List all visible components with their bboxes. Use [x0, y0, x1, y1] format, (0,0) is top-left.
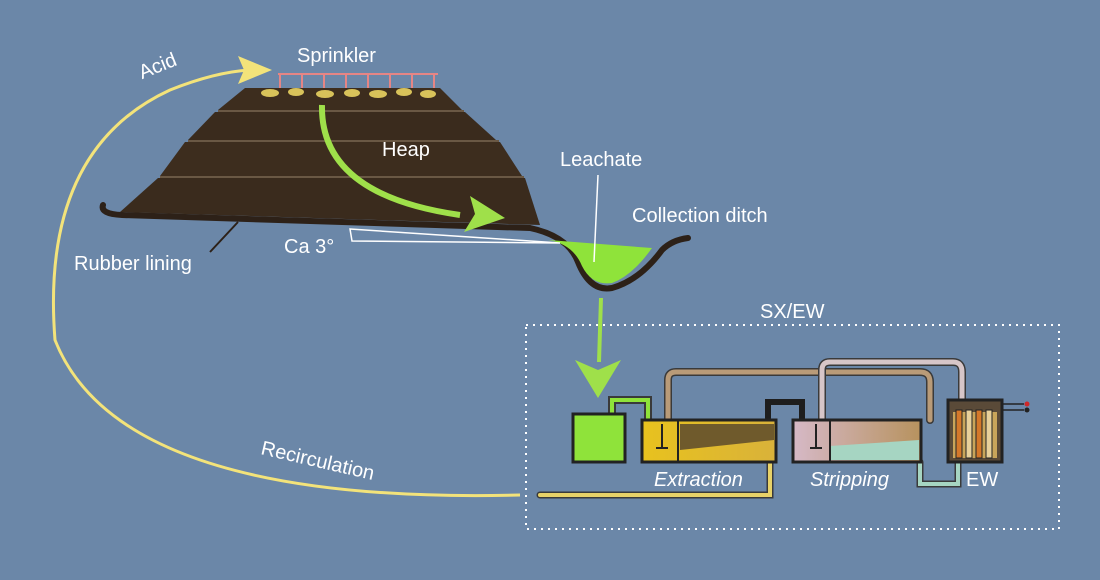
rubber-lining-leader — [209, 221, 239, 253]
extraction-label: Extraction — [654, 469, 743, 491]
pipework — [536, 358, 966, 499]
slope-angle-wedge — [349, 228, 561, 244]
percolation-arrow-head — [464, 196, 505, 232]
recirculation-line — [51, 68, 521, 498]
ew-label: EW — [966, 469, 998, 491]
stripping-unit — [791, 418, 923, 464]
leachate-label: Leachate — [560, 149, 642, 171]
recirculation-label: Recirculation — [259, 437, 377, 484]
acid-arrow-head — [238, 56, 272, 84]
rubber-lining — [99, 202, 691, 292]
leachate-leader — [593, 174, 599, 263]
rubber-lining-label: Rubber lining — [74, 253, 192, 275]
sprinkler — [278, 73, 438, 88]
collection-ditch-label: Collection ditch — [632, 205, 768, 227]
heap-label: Heap — [382, 139, 430, 161]
stripping-label: Stripping — [810, 469, 889, 491]
sxew-label: SX/EW — [760, 301, 825, 323]
leachate-flow-arrow — [597, 297, 603, 363]
leachate-flow-arrow-head — [575, 360, 621, 398]
extraction-unit — [640, 418, 778, 464]
sxew-box — [525, 324, 1060, 530]
ew-cell — [946, 398, 1030, 464]
percolation-arrow — [318, 104, 461, 218]
leachate-tank — [571, 412, 627, 464]
acid-label: Acid — [136, 49, 180, 84]
sprinkler-label: Sprinkler — [297, 45, 376, 67]
angle-label: Ca 3° — [284, 236, 334, 258]
leachate-pool — [548, 240, 652, 284]
